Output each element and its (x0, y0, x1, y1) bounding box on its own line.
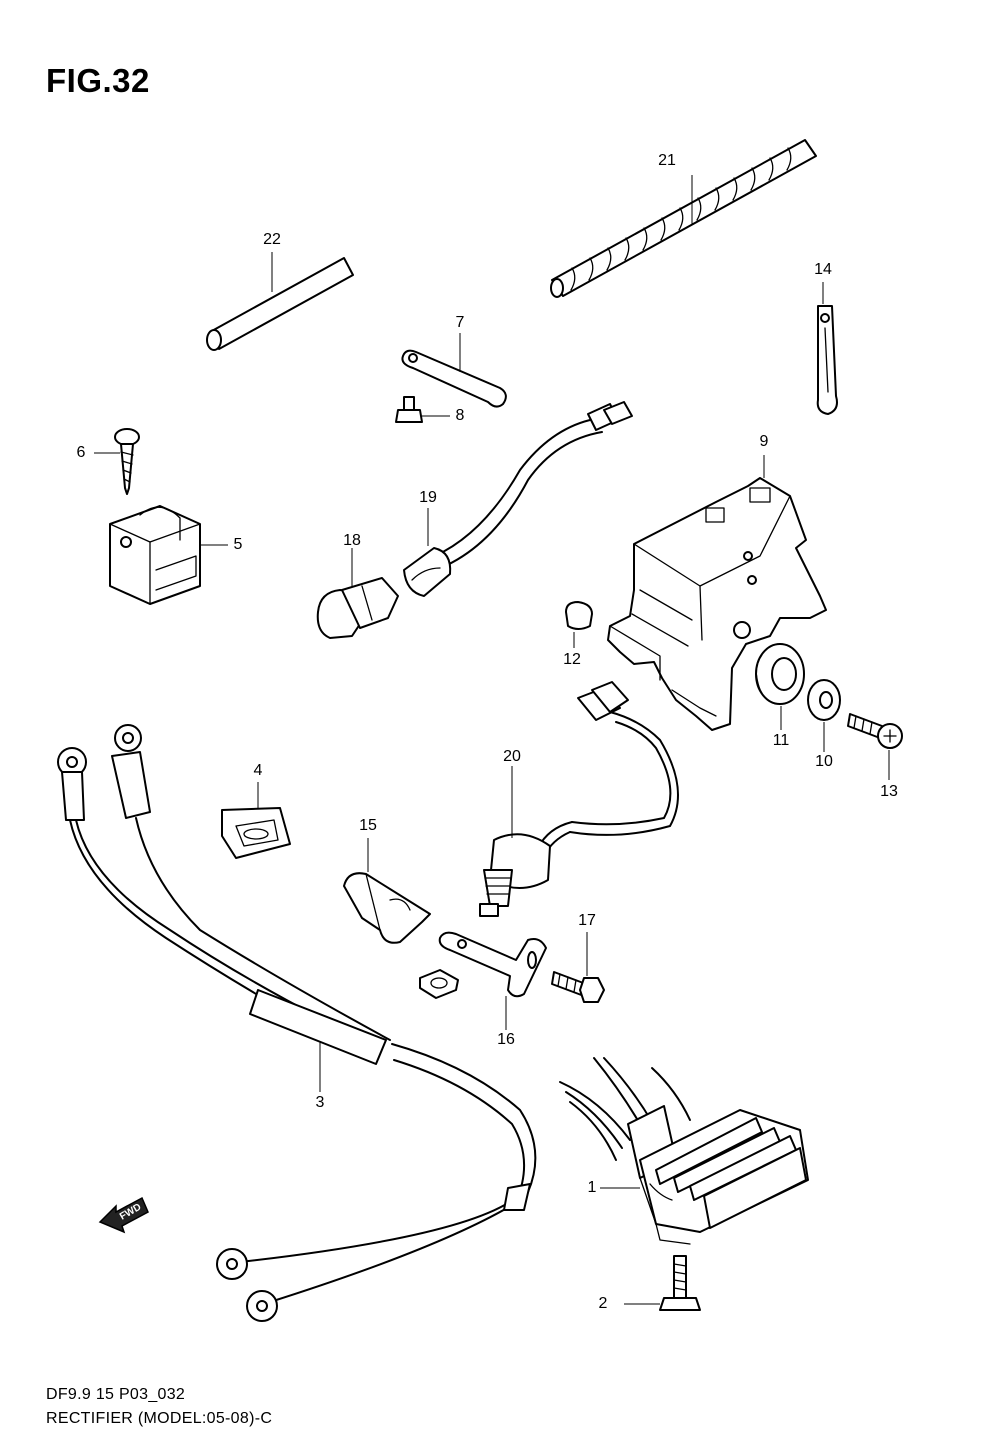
part-6-screw (94, 428, 140, 495)
part-4-grommet (221, 782, 291, 859)
part-17-bolt (551, 932, 605, 1003)
part-7-clamp (401, 333, 507, 408)
callout-15: 15 (359, 817, 377, 834)
callout-12: 12 (563, 651, 581, 668)
part-5-bracket-clip (109, 505, 228, 605)
part-11-grommet (755, 643, 805, 730)
callout-18: 18 (343, 532, 361, 549)
part-21-spiral-wrap-tube (550, 139, 817, 298)
part-14-cable-tie (816, 282, 838, 415)
footer-caption: RECTIFIER (MODEL:05-08)-C (46, 1410, 273, 1427)
callout-11: 11 (772, 732, 790, 749)
callout-7: 7 (455, 314, 465, 331)
figure-title: FIG.32 (46, 62, 150, 99)
footer-code: DF9.9 15 P03_032 (46, 1386, 186, 1403)
callout-2: 2 (598, 1295, 608, 1312)
callout-17: 17 (578, 912, 596, 929)
callout-9: 9 (759, 433, 769, 450)
part-22-hose (206, 252, 354, 351)
fwd-arrow-icon: FWD (98, 1196, 149, 1234)
callout-19: 19 (419, 489, 437, 506)
callout-14: 14 (814, 261, 832, 278)
callout-20: 20 (503, 748, 521, 765)
callout-8: 8 (455, 407, 465, 424)
callout-21: 21 (658, 152, 676, 169)
part-3-wire-harness (57, 724, 537, 1322)
callout-6: 6 (76, 444, 86, 461)
callout-13: 13 (880, 783, 898, 800)
part-10-washer (807, 679, 841, 752)
part-2-bolt (624, 1255, 701, 1311)
part-8-bolt (395, 396, 450, 423)
part-1-rectifier (559, 1057, 809, 1245)
part-13-bolt (847, 713, 903, 780)
part-12-cap (565, 601, 593, 648)
part-9-mounting-bracket (607, 455, 827, 731)
callout-1: 1 (587, 1179, 597, 1196)
part-18-19-lamp-harness (316, 401, 633, 639)
callout-3: 3 (315, 1094, 325, 1111)
callout-22: 22 (263, 231, 281, 248)
callout-5: 5 (233, 536, 243, 553)
part-15-insulator-cap (343, 838, 431, 944)
callout-4: 4 (253, 762, 263, 779)
part-16-bracket-plate (419, 931, 547, 1030)
callout-10: 10 (815, 753, 833, 770)
callout-16: 16 (497, 1031, 515, 1048)
part-20-sensor-switch (479, 681, 679, 917)
